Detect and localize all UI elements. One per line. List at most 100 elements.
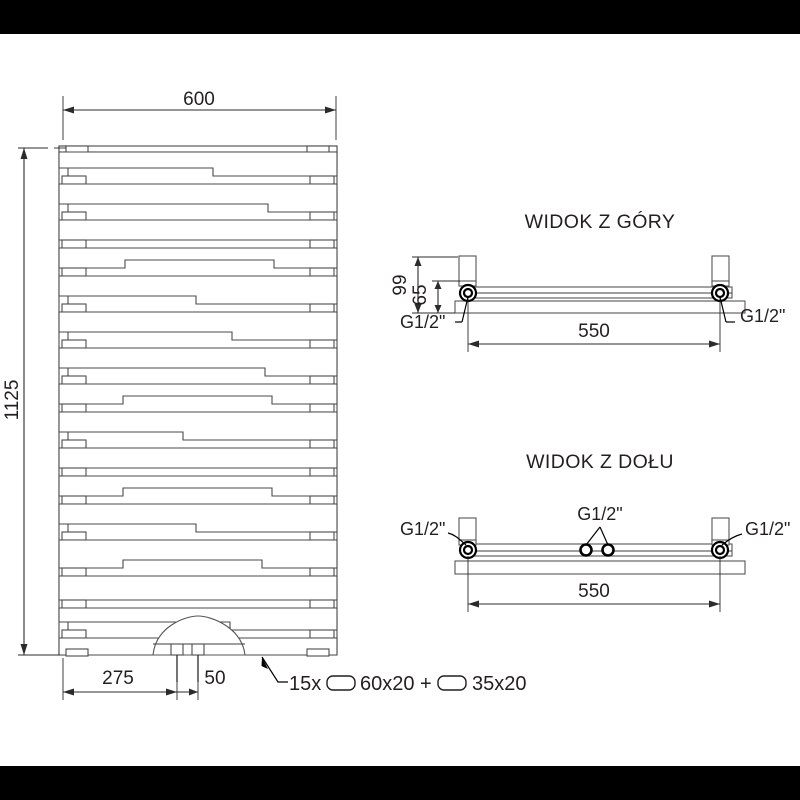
- fin-connector: [61, 531, 87, 541]
- fin-bar: [58, 575, 338, 601]
- arrow-65-top: [434, 281, 442, 289]
- dim-99-label: 99: [390, 274, 411, 295]
- fin-bar: [58, 447, 338, 469]
- fin-connector: [61, 211, 87, 221]
- fin-connector: [61, 629, 87, 639]
- bracket-bottom-left: [65, 648, 89, 657]
- fin-connector: [309, 467, 335, 477]
- dim-50-label: 50: [204, 668, 225, 689]
- profile-shape-small-icon: [437, 675, 467, 691]
- fin-connector: [309, 567, 335, 577]
- fin-connector: [309, 267, 335, 277]
- profile-leader-arrow: [261, 657, 268, 669]
- fin-connector: [309, 629, 335, 639]
- bottom-view-connection-left-label: G1/2": [400, 519, 445, 539]
- bottom-view-tube: [467, 543, 733, 557]
- leader-center-left: [585, 526, 601, 546]
- top-view-port-right-inner: [714, 287, 726, 299]
- fin-connector: [61, 467, 87, 477]
- bottom-view-port-center-left: [579, 543, 593, 557]
- top-view-connection-left-label: G1/2": [400, 312, 445, 332]
- bottom-view-connection-center-label: G1/2": [577, 504, 622, 524]
- fin-connector: [309, 599, 335, 609]
- dome-stub-left: [170, 643, 184, 656]
- fin-connector: [309, 403, 335, 413]
- fin-connector: [61, 439, 87, 449]
- fin-connector: [61, 175, 87, 185]
- top-view-valve-left-stem: [458, 255, 477, 283]
- fin-connector: [309, 211, 335, 221]
- fin-bar: [58, 247, 338, 269]
- leader-g12-right-top: [719, 296, 727, 323]
- arrow-down: [20, 644, 28, 655]
- top-cap: [58, 145, 338, 153]
- fin-connector: [61, 599, 87, 609]
- leader-g12-left-bottom: [447, 532, 467, 546]
- arrow-550-left: [468, 340, 479, 348]
- fin-connector: [61, 567, 87, 577]
- front-view-radiator: [58, 145, 338, 682]
- fin-bar: [58, 219, 338, 241]
- arrow-550b-left: [468, 600, 479, 608]
- fin-bar: [58, 311, 338, 341]
- arrow-275-right: [166, 688, 177, 696]
- profile-shape-large-icon: [326, 675, 356, 691]
- fin-connector: [309, 495, 335, 505]
- fin-bar: [58, 275, 338, 305]
- profile-note-leader: [261, 656, 288, 683]
- bottom-view-backplate: [454, 560, 746, 575]
- bottom-view-port-left-inner: [462, 544, 474, 556]
- bracket-bottom-right: [306, 648, 330, 657]
- leader-g12-left-top: [461, 296, 469, 323]
- profile-count-label: 15x: [289, 673, 321, 695]
- profile-small-label: 35x20: [472, 673, 527, 695]
- fin-connector: [61, 303, 87, 313]
- fin-connector: [61, 267, 87, 277]
- leader-g12-right-bottom: [721, 533, 743, 546]
- arrow-up: [20, 148, 28, 159]
- bottom-view-title: WIDOK Z DOŁU: [526, 451, 674, 473]
- fin-bar: [58, 347, 338, 377]
- arrow-99-top: [414, 257, 422, 266]
- top-view-valve-right-stem: [711, 255, 730, 283]
- top-view-connection-right-label: G1/2": [740, 306, 785, 326]
- fin-connector: [309, 375, 335, 385]
- top-view-title: WIDOK Z GÓRY: [525, 210, 676, 233]
- arrow-left: [63, 106, 74, 114]
- bottom-view-connection-right-label: G1/2": [745, 519, 790, 539]
- fin-connector: [309, 531, 335, 541]
- dim-width-label: 600: [183, 89, 215, 110]
- fin-bar: [58, 539, 338, 569]
- bottom-view-valve-left-stem: [458, 517, 477, 543]
- fin-connector: [61, 339, 87, 349]
- arrow-275-left: [63, 688, 74, 696]
- bottom-view-port-center-right: [601, 543, 615, 557]
- dim-65-label: 65: [410, 284, 431, 305]
- fin-bar: [58, 151, 338, 177]
- fin-connector: [309, 303, 335, 313]
- letterbox-top: [0, 0, 800, 34]
- letterbox-bottom: [0, 766, 800, 800]
- fin-bar: [58, 183, 338, 213]
- leader-center-right: [599, 526, 609, 546]
- dim-550-bottom-label: 550: [578, 581, 610, 602]
- fin-connector: [309, 239, 335, 249]
- arrow-99-bottom: [414, 304, 422, 313]
- top-view-backplate: [454, 300, 746, 314]
- fin-connector: [61, 239, 87, 249]
- bottom-view-port-right-inner: [714, 544, 726, 556]
- dim-275-label: 275: [102, 668, 134, 689]
- bottom-view-valve-right-stem: [711, 517, 730, 543]
- arrow-65-bottom: [434, 305, 442, 313]
- fin-bar: [58, 475, 338, 497]
- profile-plus-label: +: [420, 673, 432, 695]
- dim-height-label: 1125: [2, 380, 23, 421]
- fin-connector: [309, 439, 335, 449]
- arrow-50: [189, 688, 198, 696]
- fin-connector: [61, 403, 87, 413]
- profile-large-label: 60x20: [360, 673, 415, 695]
- fin-connector: [309, 175, 335, 185]
- arrow-550b-right: [709, 600, 720, 608]
